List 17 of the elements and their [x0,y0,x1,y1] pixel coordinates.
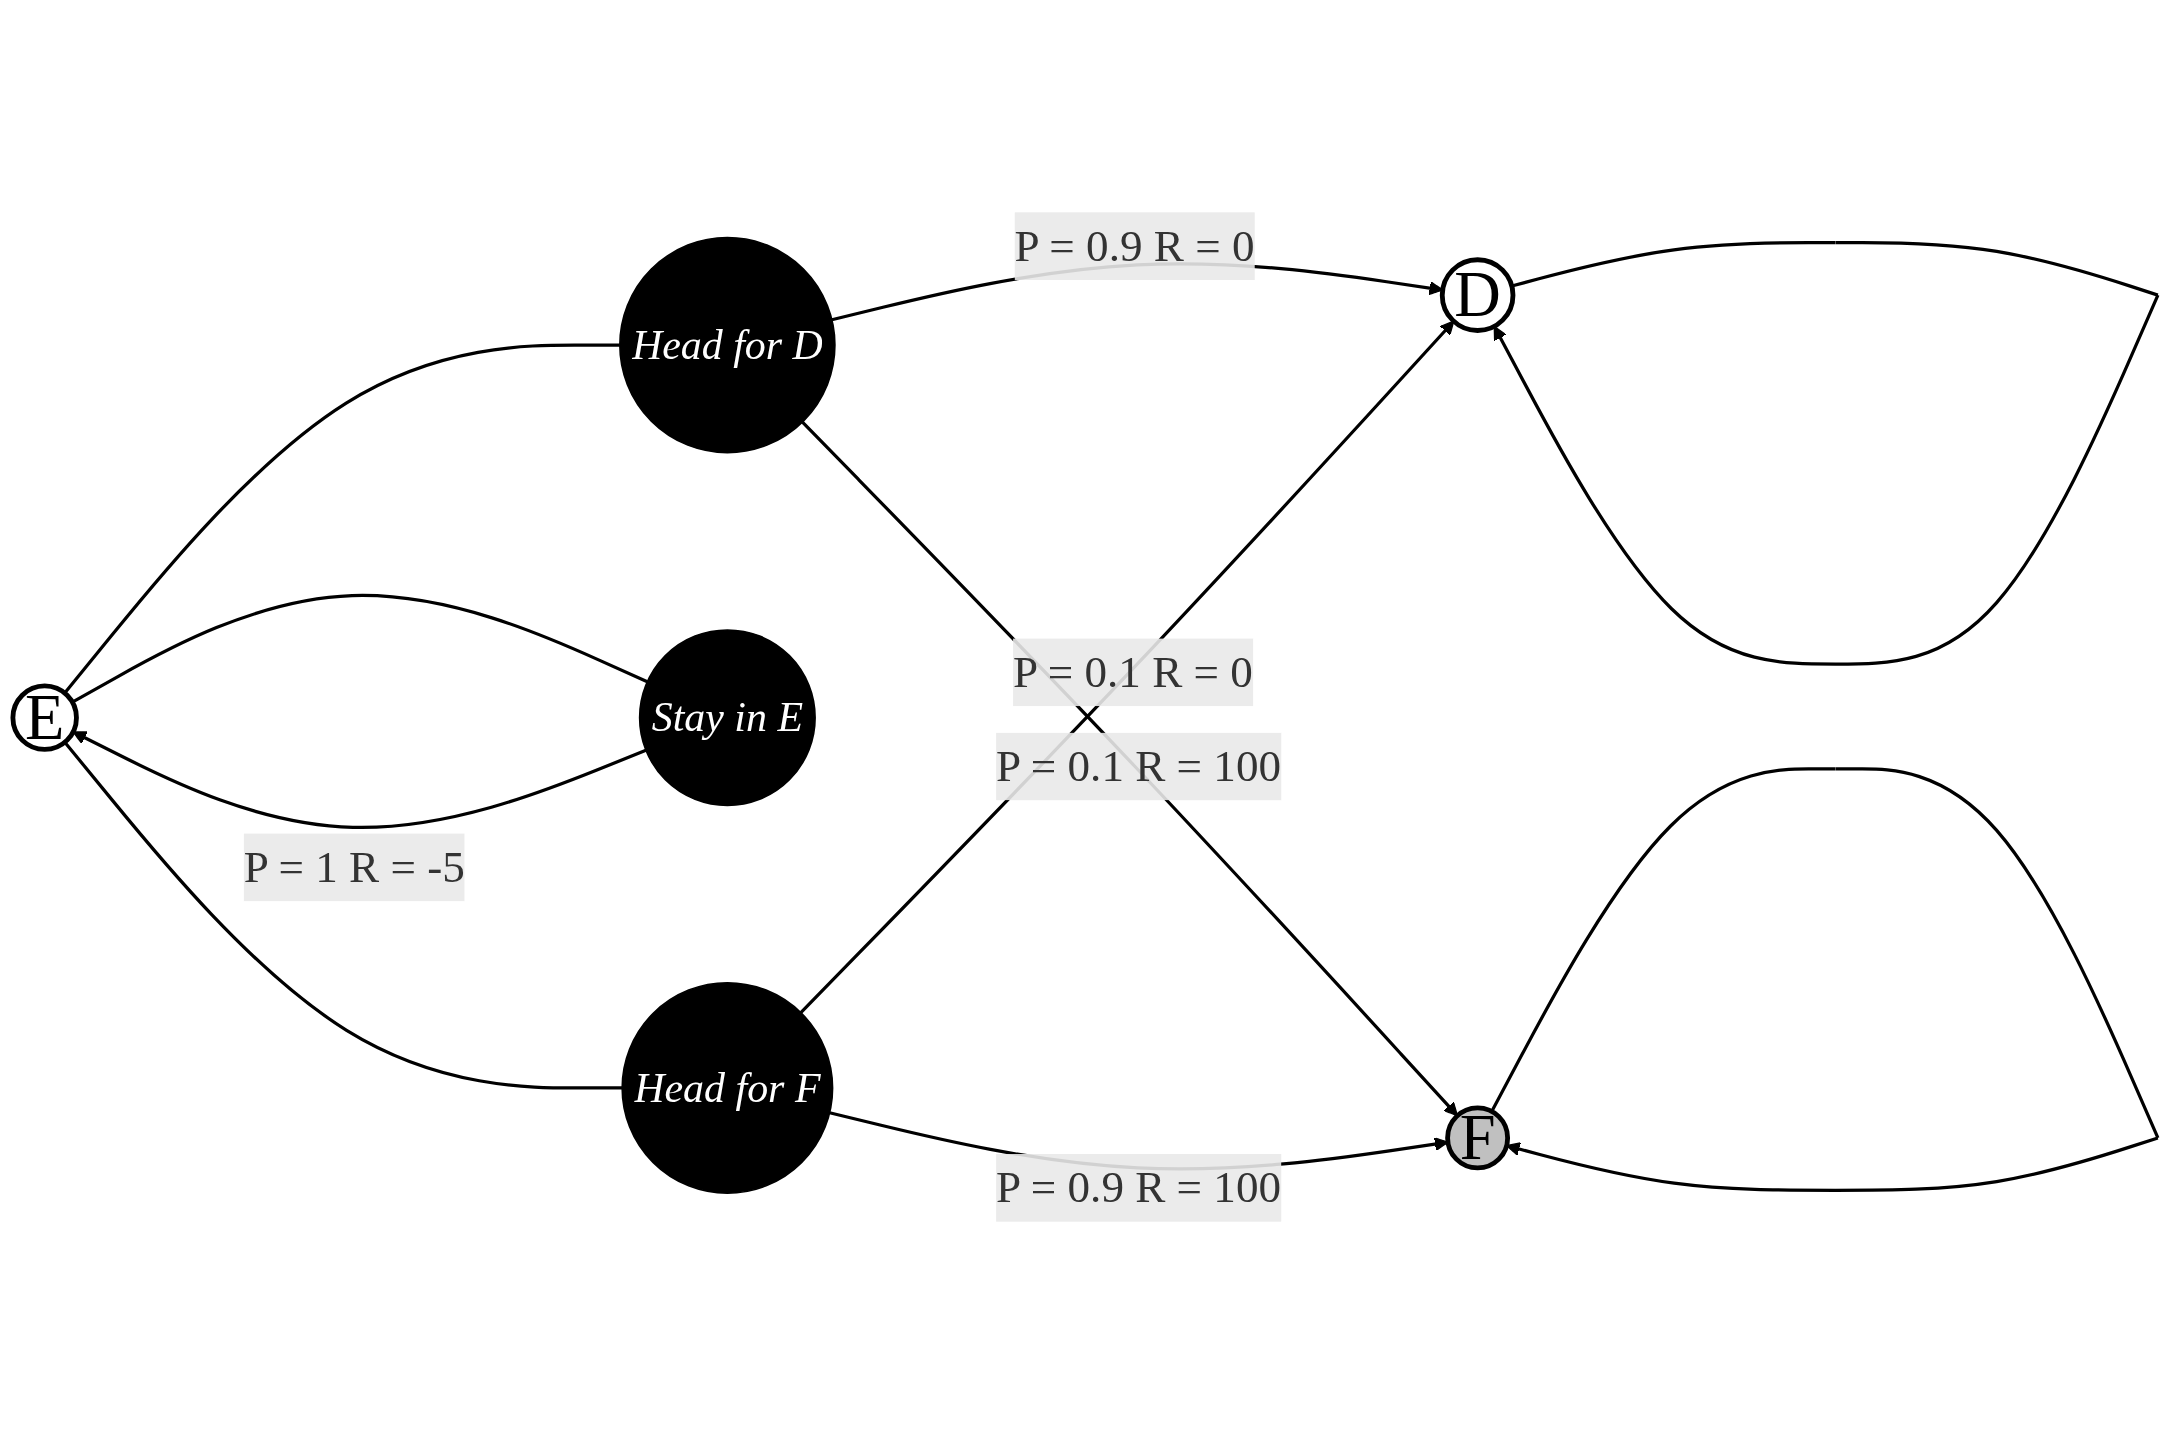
edge-label: P = 0.1 R = 0 [1013,646,1253,697]
node-circle: D [1439,257,1516,333]
node-circle: E [10,683,79,752]
edge-label: P = 1 R = -5 [243,841,465,892]
node-circle: Stay in E [638,629,816,807]
connector [63,343,620,695]
edge-label: P = 0.1 R = 100 [996,740,1282,791]
edge-label: P = 0.9 R = 0 [1014,220,1255,271]
node-circle: Head for F [621,981,834,1194]
connector [63,741,623,1090]
arrow [799,320,1455,1014]
connector [71,594,648,704]
edge-label: P = 0.9 R = 100 [996,1162,1282,1213]
node-circle: F [1445,1105,1511,1171]
node-circle: Head for D [619,236,836,454]
arrow [72,731,647,829]
arrow [801,420,1458,1117]
